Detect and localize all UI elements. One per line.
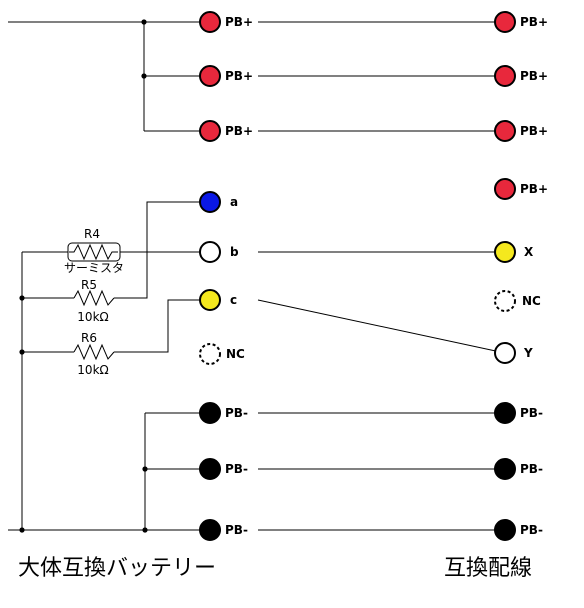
left-pins: PB+ PB+ PB+ a b c NC PB- PB- PB-: [199, 11, 253, 541]
pin-label: X: [524, 245, 534, 259]
resistor-r6: R6 10kΩ: [73, 331, 115, 377]
wire-r6-to-c: [114, 299, 210, 353]
pin-label: Y: [523, 346, 533, 360]
pin-x: [494, 241, 516, 263]
pin-pbminus-right-2: [494, 458, 516, 480]
wire-r5-to-a: [114, 201, 210, 299]
pin-label: PB-: [520, 406, 543, 420]
pin-pbplus-right-2: [494, 65, 516, 87]
pin-pbminus-left-2: [199, 458, 221, 480]
r4-value: サーミスタ: [64, 261, 124, 275]
pin-pbplus-right-1: [494, 11, 516, 33]
resistor-zigzag: [73, 289, 115, 307]
resistor-r4: R4 サーミスタ: [64, 227, 124, 275]
pin-label: PB+: [225, 124, 253, 138]
pin-label: b: [230, 245, 239, 259]
pin-label: PB-: [225, 523, 248, 537]
pin-label: PB+: [520, 69, 548, 83]
caption-right: 互換配線: [444, 556, 532, 581]
pin-pbplus-right-3: [494, 120, 516, 142]
resistor-zigzag: [69, 243, 118, 261]
junction-dot: [19, 295, 25, 301]
pin-nc-right: [494, 290, 516, 312]
pin-label: PB+: [520, 182, 548, 196]
pin-c: [199, 289, 221, 311]
pin-label: PB+: [520, 15, 548, 29]
pin-label: NC: [522, 294, 541, 308]
pin-label: PB-: [520, 462, 543, 476]
pin-label: PB-: [520, 523, 543, 537]
pin-label: PB-: [225, 462, 248, 476]
right-pins: PB+ PB+ PB+ PB+ X NC Y PB- PB- PB-: [494, 11, 548, 541]
junction-dot: [141, 19, 147, 25]
pin-a: [199, 191, 221, 213]
pin-label: c: [230, 293, 237, 307]
pin-label: PB+: [225, 15, 253, 29]
caption-left: 大体互換バッテリー: [18, 556, 216, 581]
junction-dot: [142, 527, 148, 533]
pin-pbplus-left-1: [199, 11, 221, 33]
pin-pbminus-left-3: [199, 519, 221, 541]
r4-name: R4: [84, 227, 100, 241]
pin-label: PB+: [520, 124, 548, 138]
pin-pbplus-right-4: [494, 178, 516, 200]
r5-name: R5: [81, 278, 97, 292]
junctions: [19, 19, 148, 533]
pin-pbminus-left-1: [199, 402, 221, 424]
junction-dot: [19, 527, 25, 533]
pin-pbminus-right-3: [494, 519, 516, 541]
pin-nc-left: [199, 343, 221, 365]
pin-y: [494, 342, 516, 364]
pin-b: [199, 241, 221, 263]
junction-dot: [19, 349, 25, 355]
pin-pbplus-left-2: [199, 65, 221, 87]
pin-label: a: [230, 195, 238, 209]
r5-value: 10kΩ: [77, 310, 108, 324]
r6-name: R6: [81, 331, 97, 345]
resistor-r5: R5 10kΩ: [73, 278, 115, 324]
junction-dot: [142, 466, 148, 472]
resistor-zigzag: [73, 343, 115, 361]
wire-c-to-y: [257, 299, 506, 354]
pin-pbplus-left-3: [199, 120, 221, 142]
pin-pbminus-right-1: [494, 402, 516, 424]
pin-label: NC: [226, 347, 245, 361]
pin-label: PB+: [225, 69, 253, 83]
pin-label: PB-: [225, 406, 248, 420]
wires: [8, 21, 506, 531]
r6-value: 10kΩ: [77, 363, 108, 377]
junction-dot: [141, 73, 147, 79]
